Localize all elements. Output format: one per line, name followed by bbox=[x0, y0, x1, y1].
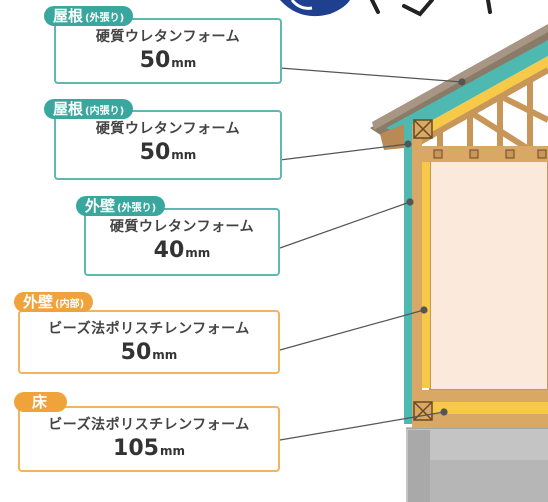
roof-outer-insulation bbox=[386, 40, 548, 136]
wall-outer-insulation bbox=[404, 124, 412, 424]
floor-beam bbox=[412, 390, 548, 402]
floor-tag: 床 bbox=[14, 392, 68, 412]
floor-material: ビーズ法ポリスチレンフォーム bbox=[48, 417, 250, 433]
ceiling-joists bbox=[433, 149, 547, 159]
roof-outer-tag: 屋根(外張り) bbox=[44, 6, 134, 26]
wall-inner-material: ビーズ法ポリスチレンフォーム bbox=[48, 321, 250, 337]
wall-stud bbox=[412, 124, 422, 424]
logo-fragment bbox=[280, 0, 492, 17]
floor-thickness: 105mm bbox=[113, 436, 185, 461]
floor-callout: ビーズ法ポリスチレンフォーム 105mm bbox=[18, 406, 280, 472]
floor-insulation bbox=[430, 402, 548, 414]
interior-room bbox=[430, 160, 548, 390]
wall-outer-tag: 外壁(外張り) bbox=[76, 196, 166, 216]
eave bbox=[380, 124, 404, 150]
roof-inner-callout: 硬質ウレタンフォーム 50mm bbox=[54, 110, 282, 180]
roof-outer-thickness: 50mm bbox=[139, 48, 197, 73]
wall-inner-insulation bbox=[422, 162, 430, 388]
roof-outer-callout: 硬質ウレタンフォーム 50mm bbox=[54, 18, 282, 84]
sill bbox=[412, 414, 548, 428]
leader-lines bbox=[279, 67, 466, 441]
roof-inner-thickness: 50mm bbox=[139, 140, 197, 165]
sill-post bbox=[413, 401, 433, 421]
roof-inner-material: 硬質ウレタンフォーム bbox=[95, 121, 241, 137]
wall-inner-callout: ビーズ法ポリスチレンフォーム 50mm bbox=[18, 310, 280, 374]
wall-inner-tag: 外壁(内部) bbox=[14, 292, 94, 312]
roof-inner-insulation bbox=[404, 56, 548, 142]
wall-outer-callout: 硬質ウレタンフォーム 40mm bbox=[84, 208, 280, 276]
wall-outer-thickness: 40mm bbox=[153, 238, 211, 263]
wall-inner-thickness: 50mm bbox=[120, 340, 178, 365]
roof-inner-tag: 屋根(内張り) bbox=[44, 99, 134, 119]
foundation bbox=[406, 427, 548, 502]
wall-outer-material: 硬質ウレタンフォーム bbox=[109, 219, 255, 235]
top-post bbox=[413, 119, 433, 139]
roof-outer-material: 硬質ウレタンフォーム bbox=[95, 29, 241, 45]
